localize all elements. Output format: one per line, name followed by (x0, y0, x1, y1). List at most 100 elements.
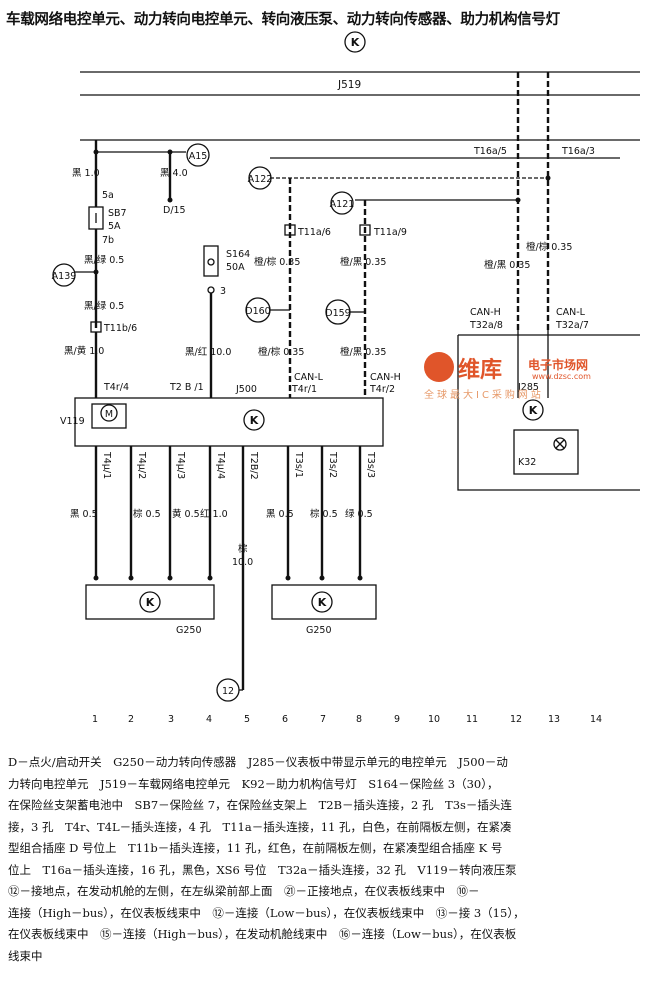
svg-text:T4μ/3: T4μ/3 (175, 451, 186, 479)
svg-text:8: 8 (356, 714, 362, 725)
svg-text:2: 2 (128, 714, 134, 725)
svg-text:T32a/7: T32a/7 (555, 320, 589, 331)
svg-text:T4μ/2: T4μ/2 (136, 451, 147, 479)
svg-text:M: M (105, 409, 113, 420)
j285-box: J285 K K32 (457, 330, 640, 491)
legend-line: 接，3 孔 T4r、T4L－插头连接，4 孔 T11a－插头连接，11 孔，白色… (8, 819, 512, 834)
svg-text:3: 3 (220, 286, 226, 297)
svg-text:棕: 棕 (238, 543, 248, 555)
svg-text:CAN-L: CAN-L (294, 372, 324, 383)
svg-text:K: K (318, 596, 327, 609)
svg-text:12: 12 (222, 686, 234, 697)
svg-text:黑 4.0: 黑 4.0 (160, 168, 188, 179)
legend-line: 力转向电控单元 J519－车载网络电控单元 K92－助力机构信号灯 S164－保… (8, 776, 499, 791)
svg-text:CAN-L: CAN-L (556, 307, 586, 318)
svg-text:橙/黑 0.35: 橙/黑 0.35 (484, 259, 530, 271)
svg-text:黑/黄 1.0: 黑/黄 1.0 (64, 345, 104, 357)
svg-text:5: 5 (244, 714, 250, 725)
legend-line: 型组合插座 D 号位上 T11b－插头连接，11 孔，红色，在前隔板左侧，在紧凑… (8, 841, 503, 855)
svg-text:T16a/3: T16a/3 (561, 146, 595, 157)
lamp-icon (553, 437, 567, 451)
svg-text:K: K (351, 36, 360, 49)
ground-12: 12 (216, 678, 243, 702)
watermark-title: 维库 (458, 358, 503, 383)
svg-text:黑 0.5: 黑 0.5 (70, 509, 98, 520)
legend-line: 位上 T16a－插头连接，16 孔，黑色，XS6 号位 T32a－插头连接，32… (8, 862, 517, 877)
svg-text:D/15: D/15 (163, 205, 186, 216)
svg-text:14: 14 (590, 714, 602, 725)
svg-text:K: K (146, 596, 155, 609)
j500-box: J500 V119 M K (60, 384, 384, 447)
svg-text:T3s/2: T3s/2 (327, 451, 338, 478)
svg-text:T32a/8: T32a/8 (469, 320, 503, 331)
column-numbers: 1 2 3 4 5 6 7 8 9 10 11 12 13 14 (92, 714, 602, 725)
svg-text:9: 9 (394, 714, 400, 725)
svg-text:T2 B /1: T2 B /1 (169, 382, 204, 393)
svg-text:T11a/9: T11a/9 (373, 227, 407, 238)
svg-text:V119: V119 (60, 416, 85, 427)
svg-text:5a: 5a (102, 190, 114, 201)
svg-text:13: 13 (548, 714, 560, 725)
svg-text:6: 6 (282, 714, 288, 725)
wire-can-h: A121 T11a/9 橙/黑 0.35 D159 橙/黑 0.35 CAN-H… (325, 191, 518, 398)
diagram-title: 车载网络电控单元、动力转向电控单元、转向液压泵、动力转向传感器、助力机构信号灯 (6, 12, 560, 28)
svg-text:黑 1.0: 黑 1.0 (72, 168, 100, 179)
svg-text:A121: A121 (330, 199, 355, 210)
svg-text:K: K (250, 414, 259, 427)
j500-k-symbol (243, 409, 265, 431)
junction-a15 (186, 143, 210, 167)
legend-line: 在保险丝支架蓄电池中 SB7－保险丝 7，在保险丝支架上 T2B－插头连接，2 … (8, 798, 512, 812)
svg-text:1: 1 (92, 714, 98, 725)
legend: D－点火/启动开关 G250－动力转向传感器 J285－仪表板中带显示单元的电控… (8, 752, 648, 967)
watermark-slogan: 全球最大IC采购网站 (424, 390, 544, 401)
svg-text:10: 10 (428, 714, 440, 725)
svg-text:CAN-H: CAN-H (370, 372, 401, 383)
svg-text:7: 7 (320, 714, 326, 725)
svg-text:G250: G250 (176, 625, 202, 636)
wire-can-l: A122 T11a/6 橙/棕 0.35 D160 橙/棕 0.35 CAN-L… (245, 157, 620, 398)
svg-text:S164: S164 (226, 249, 250, 260)
j519-label: J519 (337, 79, 361, 91)
legend-line: D－点火/启动开关 G250－动力转向传感器 J285－仪表板中带显示单元的电控… (8, 755, 508, 769)
svg-text:橙/黑 0.35: 橙/黑 0.35 (340, 256, 386, 268)
watermark: 维库 电子市场网 www.dzsc.com 全球最大IC采购网站 (424, 352, 624, 402)
svg-text:CAN-H: CAN-H (470, 307, 501, 318)
legend-line: 在仪表板线束中 ⑮－连接（High－bus），在发动机舱线束中 ⑯－连接（Low… (8, 927, 517, 941)
j285-k-symbol (522, 399, 544, 421)
svg-text:50A: 50A (226, 262, 245, 273)
svg-text:T4μ/1: T4μ/1 (101, 451, 112, 479)
top-k-symbol: K (344, 31, 366, 53)
junction-a121 (330, 191, 354, 215)
svg-text:橙/棕 0.35: 橙/棕 0.35 (258, 346, 304, 358)
svg-text:T11b/6: T11b/6 (103, 323, 137, 334)
svg-text:12: 12 (510, 714, 522, 725)
legend-line: 连接（High－bus），在仪表板线束中 ⑫－连接（Low－bus），在仪表板线… (8, 905, 525, 920)
watermark-url: www.dzsc.com (532, 372, 591, 381)
pump-motor-v119 (91, 403, 127, 429)
svg-text:A139: A139 (52, 271, 77, 282)
svg-text:T16a/5: T16a/5 (473, 146, 507, 157)
svg-text:T4r/4: T4r/4 (103, 382, 129, 393)
svg-text:3: 3 (168, 714, 174, 725)
junction-a122 (248, 166, 272, 190)
svg-text:D159: D159 (325, 308, 350, 319)
wire-column-1: 黑 1.0 5a SB7 5A 7b 黑/绿 0.5 A139 黑/绿 0.5 … (52, 140, 137, 398)
k32-lamp-box (513, 429, 579, 475)
junction-a139 (52, 263, 76, 287)
wire-s164: S164 50A 3 黑/红 10.0 T2 B /1 (169, 245, 250, 398)
svg-text:J500: J500 (235, 384, 257, 395)
svg-text:K32: K32 (518, 457, 536, 468)
svg-text:T4r/2: T4r/2 (369, 384, 395, 395)
svg-text:T3s/1: T3s/1 (293, 451, 304, 478)
svg-text:11: 11 (466, 714, 478, 725)
svg-text:D160: D160 (245, 306, 270, 317)
wire-t16a: T16a/5 T16a/3 橙/棕 0.35 橙/黑 0.35 CAN-H T3… (469, 72, 595, 331)
wire-a15: A15 黑 4.0 D/15 (96, 143, 210, 216)
svg-text:黑/绿 0.5: 黑/绿 0.5 (84, 300, 124, 312)
watermark-logo-icon (424, 352, 454, 382)
svg-text:4: 4 (206, 714, 212, 725)
legend-line: 线束中 (8, 948, 43, 963)
svg-text:T4r/1: T4r/1 (291, 384, 317, 395)
wiring-diagram: K J519 黑 1.0 5a SB7 5A 7b 黑/绿 0.5 A139 黑… (52, 31, 640, 725)
svg-text:10.0: 10.0 (232, 557, 253, 568)
